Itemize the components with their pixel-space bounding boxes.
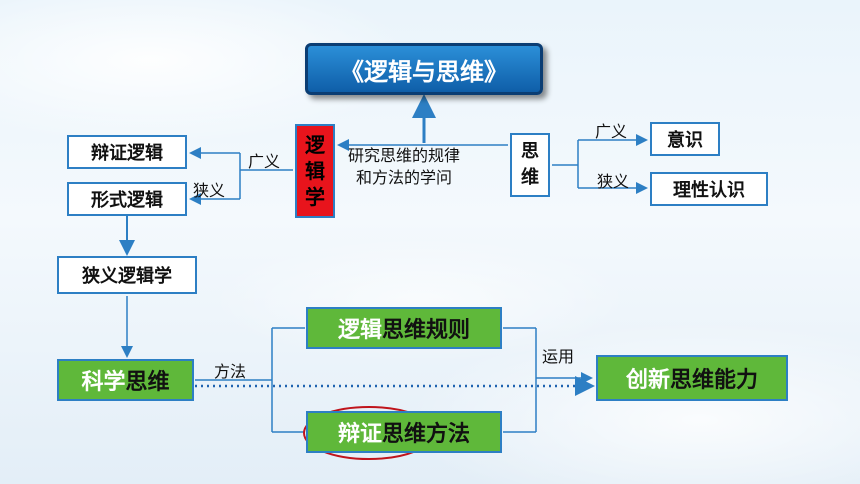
dialectical-method-part3: 方法	[426, 422, 471, 447]
main-title: 《逻辑与思维》	[305, 43, 543, 95]
logic-science-char-1: 逻	[305, 133, 325, 157]
apply-label: 运用	[542, 347, 575, 366]
narrow-label-left: 狭义	[193, 181, 226, 200]
innovation-part1: 创新	[625, 368, 670, 393]
innovation-part2: 思维能力	[670, 368, 759, 393]
dialectical-method-box: 辩证思维方法	[306, 411, 502, 453]
description-line-1: 研究思维的规律	[348, 146, 461, 165]
thinking-char-1: 思	[521, 141, 539, 162]
logic-rules-part2: 思维规则	[382, 318, 471, 343]
formal-logic-box: 形式逻辑	[67, 182, 187, 216]
logic-description: 研究思维的规律 和方法的学问	[348, 145, 460, 189]
innovation-thinking-box: 创新思维能力	[596, 355, 788, 401]
rational-cognition-box: 理性认识	[650, 172, 768, 206]
narrow-logic-science-box: 狭义逻辑学	[57, 256, 197, 294]
dialectical-method-part1: 辩证	[337, 422, 382, 447]
dialectical-method-part2: 思维	[381, 422, 426, 447]
scientific-thinking-box: 科学思维	[57, 359, 194, 401]
description-line-2: 和方法的学问	[356, 168, 453, 187]
dialectical-logic-box: 辩证逻辑	[67, 135, 187, 169]
scientific-thinking-part1: 科学	[81, 370, 126, 395]
narrow-label-right: 狭义	[597, 172, 630, 191]
logic-science-char-2: 辑	[305, 159, 325, 183]
thinking-box: 思 维	[510, 133, 550, 197]
logic-rules-part1: 逻辑	[337, 318, 382, 343]
logic-science-char-3: 学	[305, 185, 325, 209]
broad-label-left: 广义	[248, 152, 281, 171]
logic-science-box: 逻 辑 学	[295, 124, 335, 218]
logic-rules-box: 逻辑思维规则	[306, 307, 502, 349]
broad-label-right: 广义	[595, 122, 628, 141]
consciousness-box: 意识	[650, 122, 720, 156]
scientific-thinking-part2: 思维	[125, 370, 170, 395]
method-label: 方法	[214, 362, 247, 381]
thinking-char-2: 维	[521, 167, 539, 188]
